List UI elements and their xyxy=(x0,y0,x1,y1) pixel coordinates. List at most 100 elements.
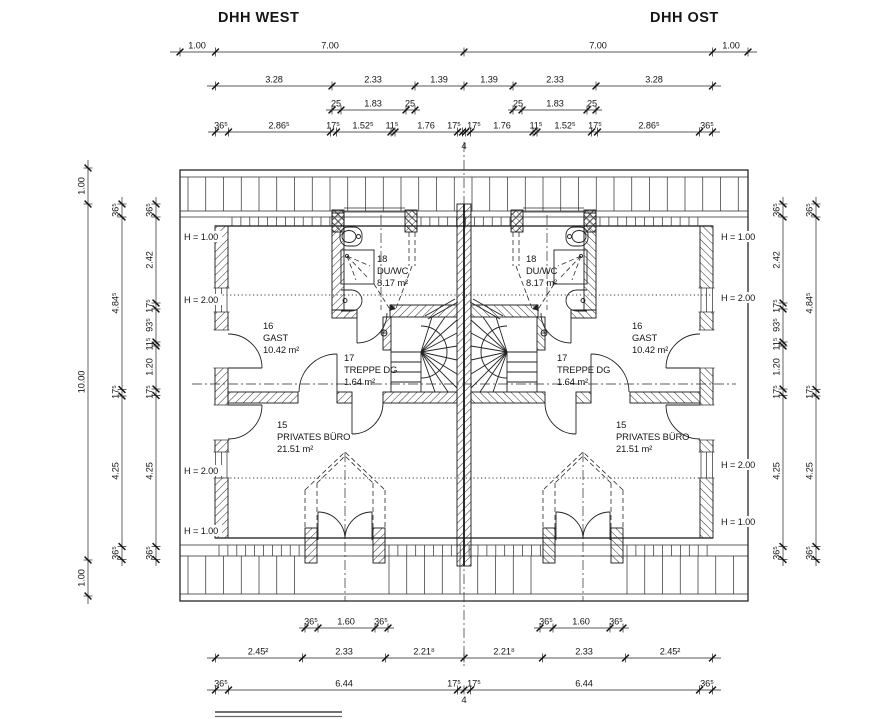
dimension-label: 17⁵ xyxy=(326,121,340,131)
dimension-label: 3.28 xyxy=(265,75,282,85)
dimension-label: 17⁵ xyxy=(467,121,481,131)
title-dhh-west: DHH WEST xyxy=(218,10,299,26)
title-dhh-ost: DHH OST xyxy=(650,10,719,26)
dimension-label: 36⁵ xyxy=(772,203,782,217)
dimension-label: 1.60 xyxy=(572,617,589,627)
dimension-label: 1.83 xyxy=(364,99,381,109)
room-number: 18 xyxy=(526,253,536,264)
dimension-label: 1.00 xyxy=(77,177,87,194)
dimension-label: 4.25 xyxy=(772,462,782,479)
dimension-label: 2.42 xyxy=(145,251,155,268)
dimension-label: 17⁵ xyxy=(447,679,461,689)
dimension-label: 7.00 xyxy=(321,41,338,51)
dimension-label: 36⁵ xyxy=(145,203,155,217)
dimension-label: 2.45² xyxy=(248,647,268,657)
height-reference-lines xyxy=(192,294,736,479)
height-label: H = 2.00 xyxy=(721,460,755,470)
room-name: DU/WC xyxy=(526,265,558,276)
dimension-label: 36⁵ xyxy=(609,617,623,627)
room-number: 18 xyxy=(377,253,387,264)
room-name: PRIVATES BÜRO xyxy=(277,431,350,442)
dimension-label: 2.33 xyxy=(546,75,563,85)
dimension-label: 2.86⁵ xyxy=(638,121,659,131)
height-label: H = 2.00 xyxy=(184,466,218,476)
dimension-label: 11⁵ xyxy=(529,121,542,131)
dimension-label: 3.28 xyxy=(645,75,662,85)
dimension-label: 1.00 xyxy=(722,41,739,51)
dimension-label: 2.45² xyxy=(660,647,680,657)
dimension-label: 36⁵ xyxy=(214,679,228,689)
room-area: 1.64 m² xyxy=(344,376,375,387)
room-number: 15 xyxy=(616,419,626,430)
dimension-label: 1.52⁵ xyxy=(554,121,575,131)
height-label: H = 2.00 xyxy=(184,295,218,305)
dimension-label: 2.21⁸ xyxy=(493,647,514,657)
dimension-label: 7.00 xyxy=(589,41,606,51)
unit-west xyxy=(213,207,459,602)
room-name: DU/WC xyxy=(377,265,409,276)
room-number: 16 xyxy=(263,320,273,331)
dimension-label: 1.76 xyxy=(417,121,434,131)
room-name: PRIVATES BÜRO xyxy=(616,431,689,442)
dimension-label: 4.25 xyxy=(111,462,121,479)
dimension-label: 25 xyxy=(331,99,341,109)
height-label: H = 1.00 xyxy=(184,232,218,242)
dimension-label: 36⁵ xyxy=(805,203,815,217)
room-area: 1.64 m² xyxy=(557,376,588,387)
dimension-label: 11⁵ xyxy=(145,337,155,350)
dimension-label: 36⁵ xyxy=(772,546,782,560)
dimension-label: 1.83 xyxy=(546,99,563,109)
height-label: H = 1.00 xyxy=(184,526,218,536)
dimension-label: 36⁵ xyxy=(805,546,815,560)
room-number: 17 xyxy=(557,352,567,363)
dimension-label: 36⁵ xyxy=(700,121,714,131)
dimension-label: 1.00 xyxy=(77,569,87,586)
dimension-label: 36⁵ xyxy=(214,121,228,131)
unit-east xyxy=(469,207,715,602)
room-number: 17 xyxy=(344,352,354,363)
room-name: TREPPE DG xyxy=(557,364,610,375)
height-labels: H = 1.00 H = 2.00 H = 2.00 H = 1.00 H = 1.00… xyxy=(182,231,759,536)
dimension-label: 36⁵ xyxy=(304,617,318,627)
room-area: 10.42 m² xyxy=(632,344,668,355)
dimension-label: 4.25 xyxy=(145,462,155,479)
dimension-label: 25 xyxy=(405,99,415,109)
dimension-label: 10.00 xyxy=(77,371,87,394)
dimension-label: 6.44 xyxy=(575,679,592,689)
party-wall xyxy=(456,203,472,567)
dimension-label: 25 xyxy=(513,99,523,109)
dimension-label: 36⁵ xyxy=(374,617,388,627)
height-label: H = 1.00 xyxy=(721,517,755,527)
dimension-label: 1.52⁵ xyxy=(352,121,373,131)
dimension-label: 93⁵ xyxy=(772,318,782,332)
dimension-label: 4.84⁵ xyxy=(805,292,815,313)
dimension-label: 17⁵ xyxy=(772,385,782,399)
dimension-label: 2.33 xyxy=(364,75,381,85)
dimension-label: 1.20 xyxy=(772,358,782,375)
room-area: 21.51 m² xyxy=(616,443,652,454)
room-area: 8.17 m² xyxy=(526,277,557,288)
room-number: 16 xyxy=(632,320,642,331)
dimension-label: 17⁵ xyxy=(145,299,155,313)
dimension-label: 17⁵ xyxy=(447,121,461,131)
room-area: 21.51 m² xyxy=(277,443,313,454)
dimension-label: 1.00 xyxy=(188,41,205,51)
dimension-label: 36⁵ xyxy=(539,617,553,627)
room-area: 8.17 m² xyxy=(377,277,408,288)
dimension-label: 4.84⁵ xyxy=(111,292,121,313)
room-name: TREPPE DG xyxy=(344,364,397,375)
axis-mark-top: 4 xyxy=(461,141,466,152)
dimension-label: 1.76 xyxy=(493,121,510,131)
dimension-label: 17⁵ xyxy=(805,385,815,399)
dimension-label: 36⁵ xyxy=(111,203,121,217)
dimension-label: 25 xyxy=(587,99,597,109)
dimension-label: 6.44 xyxy=(335,679,352,689)
dimension-label: 36⁵ xyxy=(111,546,121,560)
dimension-label: 17⁵ xyxy=(772,299,782,313)
dimension-label: 1.39 xyxy=(480,75,497,85)
dimension-label: 2.33 xyxy=(335,647,352,657)
dimension-label: 36⁵ xyxy=(145,546,155,560)
